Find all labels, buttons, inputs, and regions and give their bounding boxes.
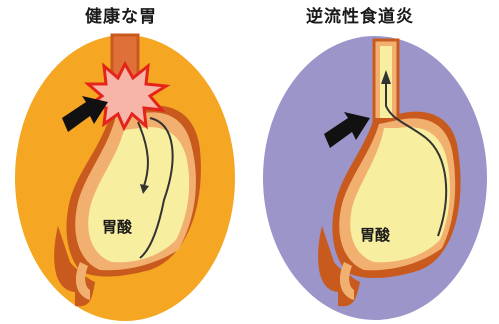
- reflux-acid-label: 胃酸: [360, 226, 391, 244]
- healthy-stomach-panel: 胃酸: [15, 35, 235, 321]
- reflux-stomach-panel: 胃酸: [263, 36, 487, 320]
- healthy-acid-label: 胃酸: [102, 218, 133, 236]
